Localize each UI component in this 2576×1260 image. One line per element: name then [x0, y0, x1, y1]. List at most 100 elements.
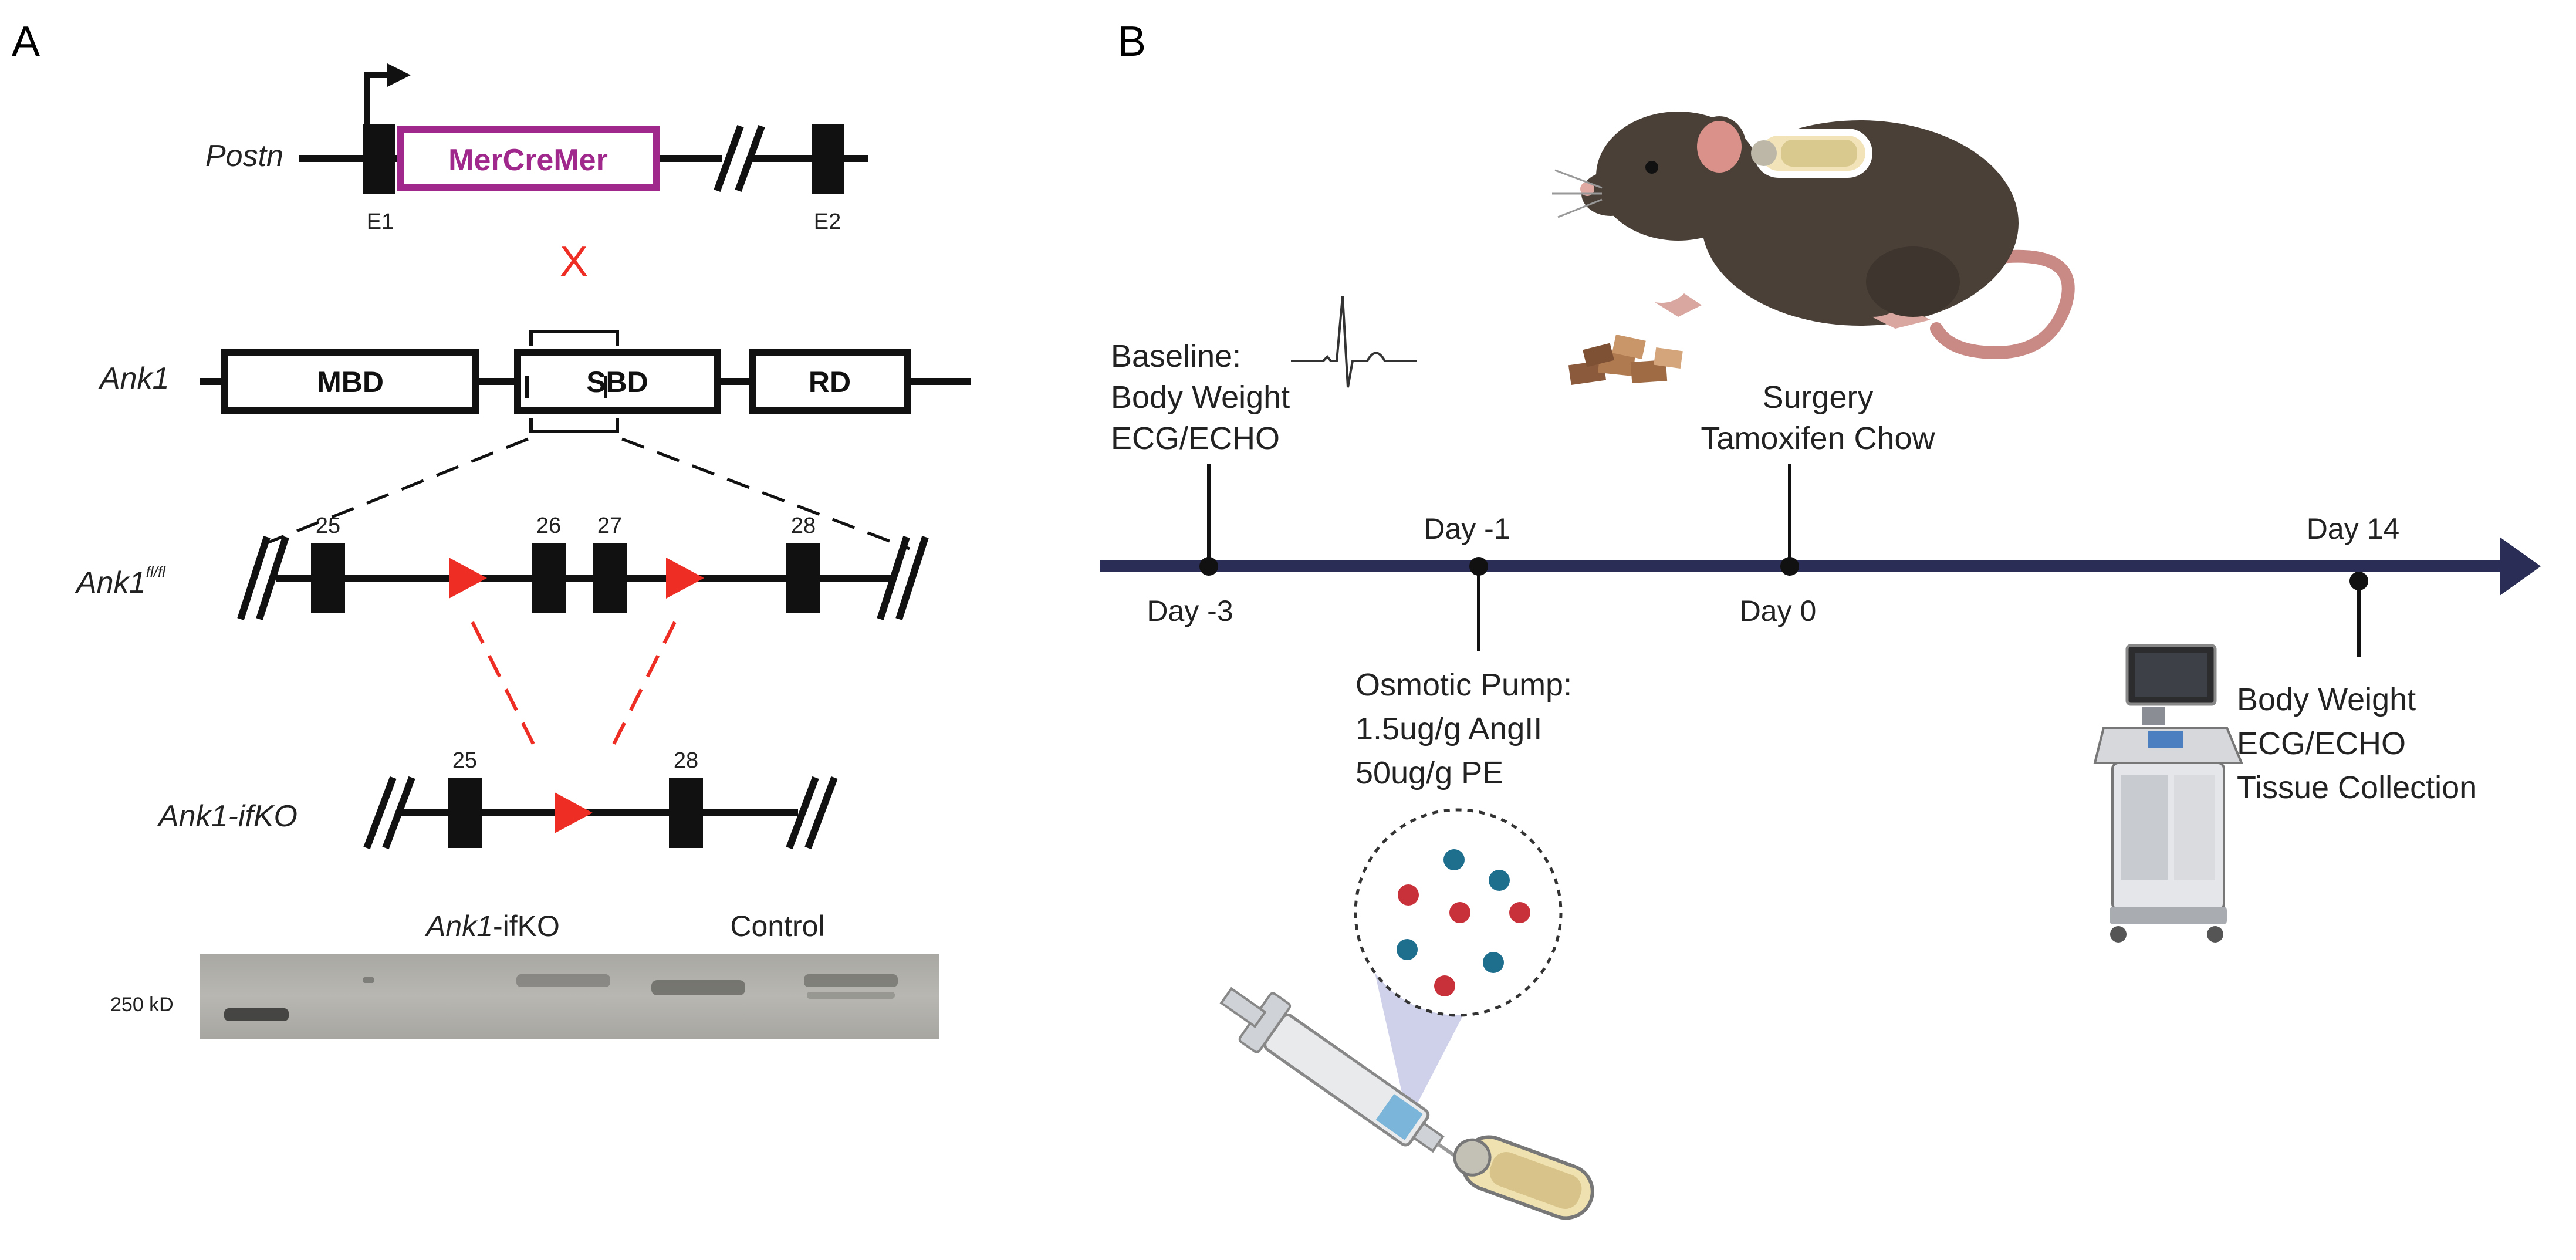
mouse-tail [1930, 249, 2075, 359]
ifko-loxp-site-icon [555, 792, 593, 833]
flox-exon-28-label: 28 [791, 514, 816, 538]
blot-membrane [200, 954, 939, 1039]
panel-b-label: B [1118, 18, 1146, 65]
loxp-site-left-icon [449, 558, 487, 599]
mouse-leg-hind [1866, 246, 1960, 317]
day-label-0: Day 0 [1740, 594, 1817, 627]
implanted-pump-icon [1751, 129, 1872, 178]
postn-exon-2 [812, 124, 844, 194]
postn-break-mark-2 [735, 124, 765, 192]
ifko-exon-25 [448, 778, 482, 848]
baseline-block: Baseline: Body Weight ECG/ECHO [1111, 296, 1417, 456]
postn-exon-1 [363, 124, 395, 194]
timeline-arrowhead-icon [2500, 537, 2541, 596]
molecule-blue-2 [1489, 870, 1510, 891]
ank1-flox-allele: Ank1fl/fl 25 26 27 28 [75, 514, 929, 752]
flox-break-left-2 [256, 536, 289, 620]
blot-band-control-2 [804, 974, 898, 987]
blot-band-ifko-1 [363, 977, 374, 983]
drug-bubble [1354, 808, 1563, 1121]
promoter-arrow-icon [364, 72, 390, 124]
endpoint-line-1: Body Weight [2237, 682, 2416, 717]
molecule-red-4 [1434, 975, 1455, 996]
endpoint-block: Body Weight ECG/ECHO Tissue Collection [2237, 682, 2477, 805]
postn-exon-1-label: E1 [367, 210, 394, 234]
pump-line-2: 1.5ug/g AngII [1355, 711, 1542, 746]
surgery-line-1: Surgery [1762, 380, 1873, 415]
molecule-red-2 [1449, 902, 1470, 923]
surgery-line-2: Tamoxifen Chow [1701, 421, 1935, 456]
ank1-domain-mbd-label: MBD [317, 366, 384, 398]
mouse-front-paw [1655, 293, 1702, 317]
blot-band-control-1 [651, 980, 745, 995]
ank1-construct: Ank1 MBD SBD RD [98, 330, 971, 550]
flox-exon-27 [593, 543, 627, 613]
promoter-arrowhead-icon [387, 63, 411, 87]
blot-band-ifko-2 [516, 974, 610, 987]
mouse-snout [1581, 171, 1640, 216]
flox-exon-25 [311, 543, 345, 613]
chow-pellets-icon [1568, 334, 1683, 386]
ifko-exon-28-label: 28 [674, 748, 698, 773]
mouse-whiskers [1552, 169, 1603, 218]
baseline-line-2: Body Weight [1111, 380, 1290, 415]
postn-break-mark-1 [714, 124, 744, 192]
ank1-domain-box-sbd [514, 349, 721, 414]
cross-mark: X [560, 238, 588, 285]
ank1-ifko-allele: Ank1-ifKO 25 28 [157, 748, 838, 850]
zoom-dash-left [252, 437, 529, 550]
molecule-blue-4 [1483, 952, 1504, 973]
flox-exon-27-label: 27 [597, 514, 622, 538]
surgery-block: Surgery Tamoxifen Chow [1701, 380, 1935, 456]
ifko-exon-28 [669, 778, 703, 848]
western-blot: Ank1-ifKO Control 250 kD [110, 910, 939, 1039]
panel-a: A Postn MerCreMer E1 E2 X Ank1 MBD [12, 18, 971, 1039]
ifko-break-right-2 [804, 776, 838, 850]
baseline-line-3: ECG/ECHO [1111, 421, 1280, 456]
ank1-domain-box-rd [749, 349, 911, 414]
blot-band-control-2b [807, 992, 895, 999]
ecg-trace-icon [1291, 296, 1417, 388]
timeline: Day -3 Day -1 Day 0 Day 14 [1100, 464, 2541, 657]
blot-ladder-band [224, 1008, 289, 1021]
molecule-red-1 [1398, 884, 1419, 906]
day-label-minus3: Day -3 [1147, 594, 1233, 627]
sbd-bracket-bottom [529, 418, 619, 433]
flox-exon-28 [786, 543, 820, 613]
blot-marker-label: 250 kD [110, 994, 174, 1016]
pump-block: Osmotic Pump: 1.5ug/g AngII 50ug/g PE [1355, 667, 1572, 791]
ifko-break-left-2 [382, 776, 415, 850]
flox-exon-26-label: 26 [536, 514, 561, 538]
ultrasound-machine-icon [2093, 644, 2243, 943]
day-label-minus1: Day -1 [1424, 512, 1510, 545]
flox-break-right-1 [877, 536, 910, 620]
molecule-blue-1 [1443, 849, 1465, 870]
postn-construct: Postn MerCreMer E1 E2 [205, 63, 868, 234]
molecule-red-3 [1509, 902, 1530, 923]
day-label-14: Day 14 [2307, 512, 2399, 545]
baseline-line-1: Baseline: [1111, 339, 1241, 374]
flox-exon-25-label: 25 [316, 514, 340, 538]
mouse-illustration [1552, 112, 2075, 359]
pump-line-1: Osmotic Pump: [1355, 667, 1572, 702]
panel-a-label: A [12, 18, 40, 65]
ank1-domain-box-mbd [221, 349, 479, 414]
zoom-dash-right [621, 437, 910, 550]
endpoint-line-2: ECG/ECHO [2237, 726, 2406, 761]
pump-line-3: 50ug/g PE [1355, 755, 1503, 791]
blot-lane-label-control: Control [730, 910, 824, 943]
loxp-site-right-icon [666, 558, 704, 599]
flox-break-left-1 [237, 536, 271, 620]
postn-exon-2-label: E2 [814, 210, 841, 234]
panel-b: B Day -3 Day -1 Day 0 Day 14 Baseline: B… [1100, 18, 2541, 1220]
postn-gene-label: Postn [205, 139, 283, 173]
flox-break-right-2 [895, 536, 929, 620]
syringe-icon [1219, 987, 1478, 1173]
recombination-dash-right [608, 621, 677, 752]
flox-exon-26 [532, 543, 566, 613]
osmotic-pump-icon [1453, 1135, 1594, 1220]
mercremer-insert-box [397, 126, 660, 191]
ank1-gene-label: Ank1 [98, 362, 170, 396]
ifko-gene-label: Ank1-ifKO [157, 799, 298, 833]
